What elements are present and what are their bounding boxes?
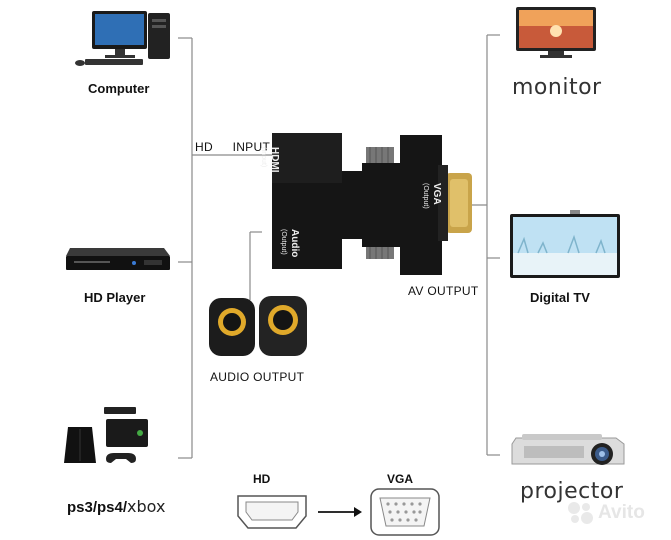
projector-label: projector	[520, 479, 624, 504]
speakers	[205, 292, 315, 362]
dvd-player-icon	[66, 248, 170, 270]
hdmi-vga-adapter-icon	[272, 133, 472, 275]
speakers-icon	[209, 296, 307, 356]
av-output-label: AV OUTPUT	[408, 284, 479, 298]
input-label: INPUT	[232, 140, 271, 154]
audio-port-text: Audio (Output)	[278, 229, 300, 257]
audio-output-label: AUDIO OUTPUT	[210, 370, 305, 384]
consoles-label: ps3/ps4/xbox	[67, 497, 165, 517]
monitor-icon	[516, 7, 596, 58]
legend-hd-label: HD	[253, 472, 271, 486]
vga-port-name: VGA	[431, 183, 442, 205]
conversion-arrow	[318, 505, 363, 519]
hdmi-port-diagram	[236, 490, 308, 535]
tv-icon	[510, 210, 620, 278]
hdmi-port-sub: (Input)	[260, 147, 267, 168]
monitor-label: monitor	[512, 75, 602, 100]
projector-icon	[511, 434, 625, 465]
computer-label: Computer	[88, 81, 150, 96]
adapter: HDMI (Input) Audio (Output) VGA (Output)	[260, 125, 482, 280]
hdmi-port-text: HDMI (Input)	[258, 147, 280, 173]
watermark-text: Avito	[598, 502, 645, 523]
vga-port-icon	[370, 488, 440, 536]
hd-input-label: HD INPUT	[195, 140, 270, 154]
legend-vga-label: VGA	[387, 472, 414, 486]
projector-device	[510, 424, 630, 474]
hdmi-port-name: HDMI	[269, 147, 280, 173]
consoles-label-bold: ps3/ps4/	[67, 499, 128, 516]
vga-port-diagram	[370, 488, 440, 536]
hd-label: HD	[195, 140, 213, 154]
hd-player-label: HD Player	[84, 290, 146, 305]
audio-port-name: Audio	[289, 229, 300, 258]
avito-watermark: Avito	[566, 500, 666, 530]
monitor-device	[512, 5, 602, 65]
arrow-right-icon	[318, 507, 362, 517]
vga-port-sub: (Output)	[422, 183, 429, 209]
hdmi-port-icon	[237, 495, 307, 529]
vga-port-text: VGA (Output)	[420, 183, 442, 209]
consoles-label-light: xbox	[127, 497, 166, 516]
digital-tv-device	[508, 208, 623, 283]
game-console-icon	[64, 407, 148, 463]
consoles-device	[62, 405, 172, 465]
audio-port-sub: (Output)	[280, 229, 287, 255]
computer-device	[60, 5, 190, 75]
avito-logo-icon	[568, 502, 593, 524]
computer-icon	[75, 11, 170, 66]
digital-tv-label: Digital TV	[530, 290, 590, 305]
hd-player-device	[64, 238, 174, 276]
